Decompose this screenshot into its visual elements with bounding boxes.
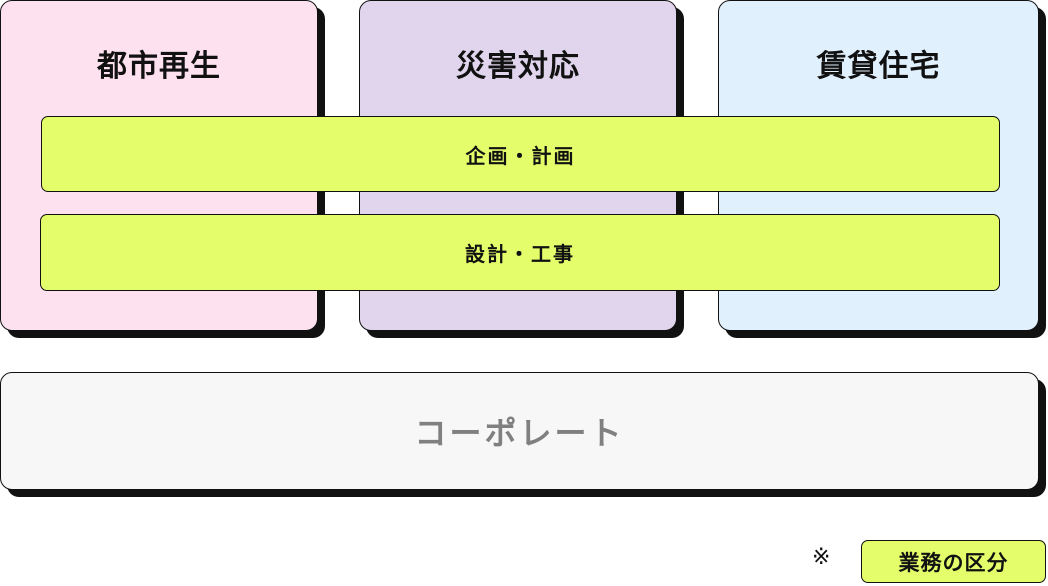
legend-chip: 業務の区分: [861, 540, 1046, 583]
note-mark: ※: [812, 545, 831, 570]
column-title: 都市再生: [97, 49, 221, 84]
band-planning: 企画・計画: [41, 116, 1000, 192]
column-title: 災害対応: [456, 49, 580, 84]
band-design-construction: 設計・工事: [40, 214, 1000, 291]
column-title: 賃貸住宅: [816, 49, 941, 84]
corporate-box: コーポレート: [0, 372, 1039, 490]
